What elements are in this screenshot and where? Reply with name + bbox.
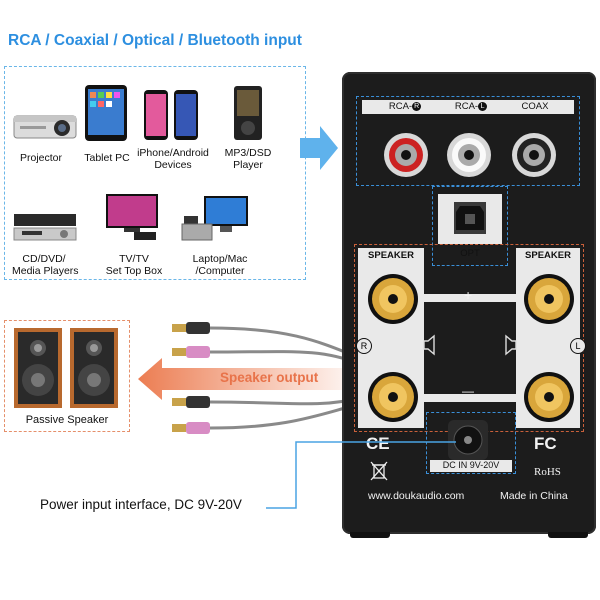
device-label-projector: Projector <box>19 152 62 164</box>
device-label-mp3-1: MP3/DSD <box>224 147 272 159</box>
minus-mark: — <box>462 384 474 398</box>
rca-l-jack[interactable] <box>446 132 492 178</box>
device-label-laptop-2: /Computer <box>195 265 245 277</box>
device-label-phones-1: iPhone/Android <box>137 147 209 159</box>
website-text: www.doukaudio.com <box>368 490 465 502</box>
opt-label: OPT <box>460 248 480 259</box>
passive-speaker-box <box>4 320 130 432</box>
smartphones-icon <box>144 90 198 140</box>
dc-input-section <box>426 412 516 474</box>
device-label-tv-2: Set Top Box <box>105 265 163 277</box>
passive-speaker-label: Passive Speaker <box>25 414 109 426</box>
left-foot <box>350 532 390 538</box>
coax-jack[interactable] <box>511 132 557 178</box>
speaker-output-label: Speaker output <box>220 370 319 385</box>
passive-speakers-icon <box>14 328 118 408</box>
speaker-right-minus-terminal[interactable] <box>522 370 576 424</box>
source-devices-box <box>4 66 306 280</box>
speaker-left-plus-terminal[interactable] <box>366 272 420 326</box>
dc-in-label: DC IN 9V-20V <box>442 460 500 470</box>
input-arrow-icon <box>300 126 338 170</box>
speaker-left-minus-terminal[interactable] <box>366 370 420 424</box>
device-label-tablet: Tablet PC <box>84 152 130 164</box>
speaker-right-label: SPEAKER <box>525 250 571 261</box>
plus-mark: + <box>464 287 473 303</box>
power-callout-line <box>266 441 456 509</box>
rca-l-label: RCA-L <box>446 101 496 112</box>
speaker-left-label: SPEAKER <box>368 250 414 261</box>
right-channel-mark: R <box>356 338 372 354</box>
ce-mark: CE <box>366 434 390 453</box>
speaker-left-icon <box>423 334 435 356</box>
device-label-mp3-2: Player <box>233 159 263 171</box>
minus-bar <box>424 394 516 402</box>
device-label-laptop-1: Laptop/Mac <box>192 253 248 265</box>
speaker-right-icon <box>505 334 517 356</box>
power-input-label: Power input interface, DC 9V-20V <box>40 497 242 512</box>
opt-section <box>432 186 508 266</box>
cd-dvd-player-icon <box>13 214 77 241</box>
device-label-cd-1: CD/DVD/ <box>22 253 66 265</box>
output-arrow-icon <box>138 358 356 400</box>
device-label-tv-1: TV/TV <box>119 253 149 265</box>
rca-r-jack[interactable] <box>383 132 429 178</box>
weee-bin-icon <box>370 461 388 481</box>
coax-label: COAX <box>521 101 549 112</box>
speaker-cables <box>172 322 361 434</box>
dc-label-plate <box>430 460 512 472</box>
dc-jack[interactable] <box>446 418 490 462</box>
left-channel-mark: L <box>570 338 586 354</box>
page-heading: RCA / Coaxial / Optical / Bluetooth inpu… <box>8 32 302 49</box>
rca-coax-section <box>356 96 580 186</box>
made-in-text: Made in China <box>500 490 568 502</box>
device-label-phones-2: Devices <box>154 159 192 171</box>
right-foot <box>548 532 588 538</box>
tv-icon <box>106 194 158 240</box>
device-label-cd-2: Media Players <box>12 265 79 277</box>
fc-mark: FC <box>534 434 557 453</box>
tablet-icon <box>85 85 127 141</box>
rohs-mark: RoHS <box>534 466 561 478</box>
projector-icon <box>13 115 77 139</box>
rca-r-label: RCA-R <box>388 101 422 112</box>
laptop-computer-icon <box>181 196 248 241</box>
plus-bar <box>424 294 516 302</box>
optical-port[interactable] <box>452 200 488 236</box>
speaker-right-plus-terminal[interactable] <box>522 272 576 326</box>
mp3-player-icon <box>234 86 262 140</box>
